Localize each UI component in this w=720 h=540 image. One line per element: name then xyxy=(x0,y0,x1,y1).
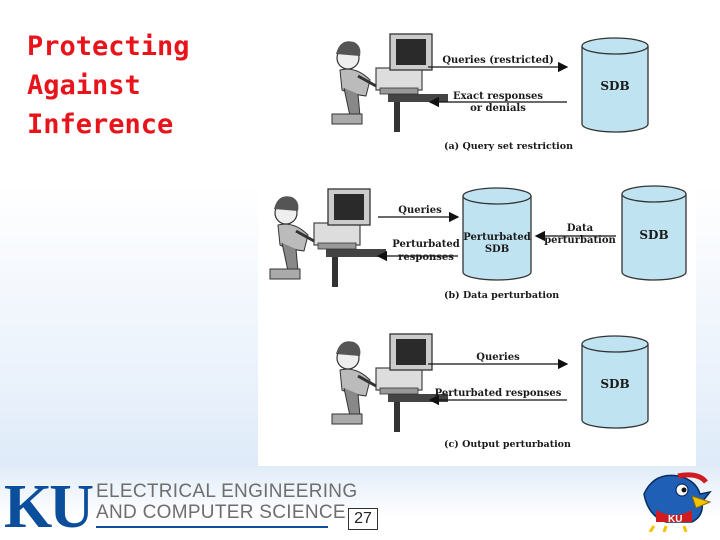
department-line-1: ELECTRICAL ENGINEERING xyxy=(96,481,358,502)
sdb-label-a: SDB xyxy=(600,79,629,93)
perturbated-sdb-label-1: Perturbated xyxy=(463,232,531,243)
sdb-label-c: SDB xyxy=(600,377,629,391)
department-line-2: AND COMPUTER SCIENCE xyxy=(96,502,346,523)
queries-label-b: Queries xyxy=(398,205,442,216)
exact-responses-label: Exact responses xyxy=(453,91,543,102)
caption-b: (b) Data perturbation xyxy=(444,290,559,301)
page-number: 27 xyxy=(348,508,378,530)
perturbated-responses-label-1: Perturbated xyxy=(392,239,460,250)
ku-logo: KU xyxy=(4,473,94,540)
queries-label-c: Queries xyxy=(476,352,520,363)
perturbated-sdb-label-2: SDB xyxy=(485,244,509,255)
perturbated-sdb-database xyxy=(462,187,532,281)
data-label: Data xyxy=(567,223,594,234)
workstation-icon xyxy=(330,332,450,434)
perturbated-responses-label-c: Perturbated responses xyxy=(435,388,562,399)
workstation-icon xyxy=(268,187,388,289)
caption-a: (a) Query set restriction xyxy=(444,141,573,152)
queries-restricted-label: Queries (restricted) xyxy=(442,55,553,66)
sdb-database-c xyxy=(581,335,649,429)
workstation-icon xyxy=(330,32,450,134)
slide-title: Protecting Against Inference xyxy=(27,31,190,140)
inference-protection-diagram: Queries (restricted) Exact responses or … xyxy=(258,28,696,466)
department-underline xyxy=(96,526,328,528)
svg-text:KU: KU xyxy=(668,514,682,525)
sdb-label-b: SDB xyxy=(639,228,668,242)
jayhawk-mascot-icon: KU xyxy=(643,472,712,532)
perturbated-responses-label-2: responses xyxy=(398,252,454,263)
sdb-database-a xyxy=(581,37,649,133)
sdb-database-b xyxy=(621,185,687,281)
caption-c: (c) Output perturbation xyxy=(444,439,571,450)
or-denials-label: or denials xyxy=(470,103,526,114)
perturbation-label: perturbation xyxy=(544,235,616,246)
